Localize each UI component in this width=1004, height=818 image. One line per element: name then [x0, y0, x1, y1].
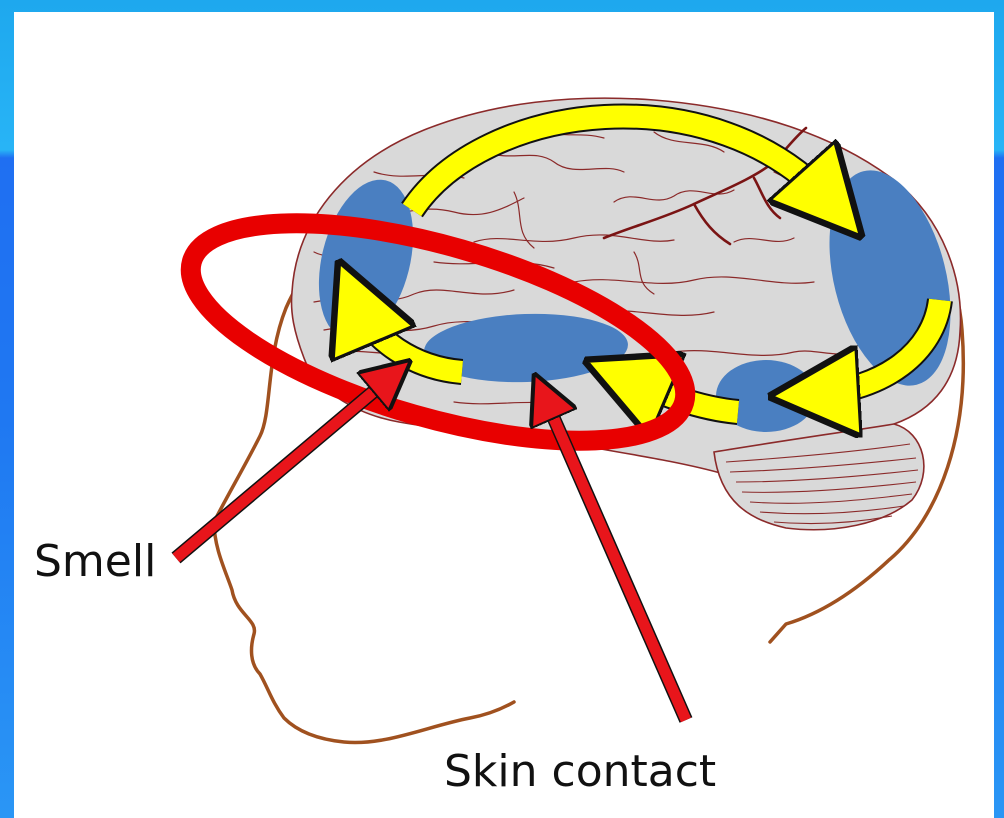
smell-arrow: [176, 376, 392, 558]
brain-diagram: [14, 12, 994, 818]
skin-contact-label: Skin contact: [444, 750, 716, 794]
smell-label: Smell: [34, 540, 156, 584]
diagram-panel: Smell Skin contact: [14, 12, 994, 818]
